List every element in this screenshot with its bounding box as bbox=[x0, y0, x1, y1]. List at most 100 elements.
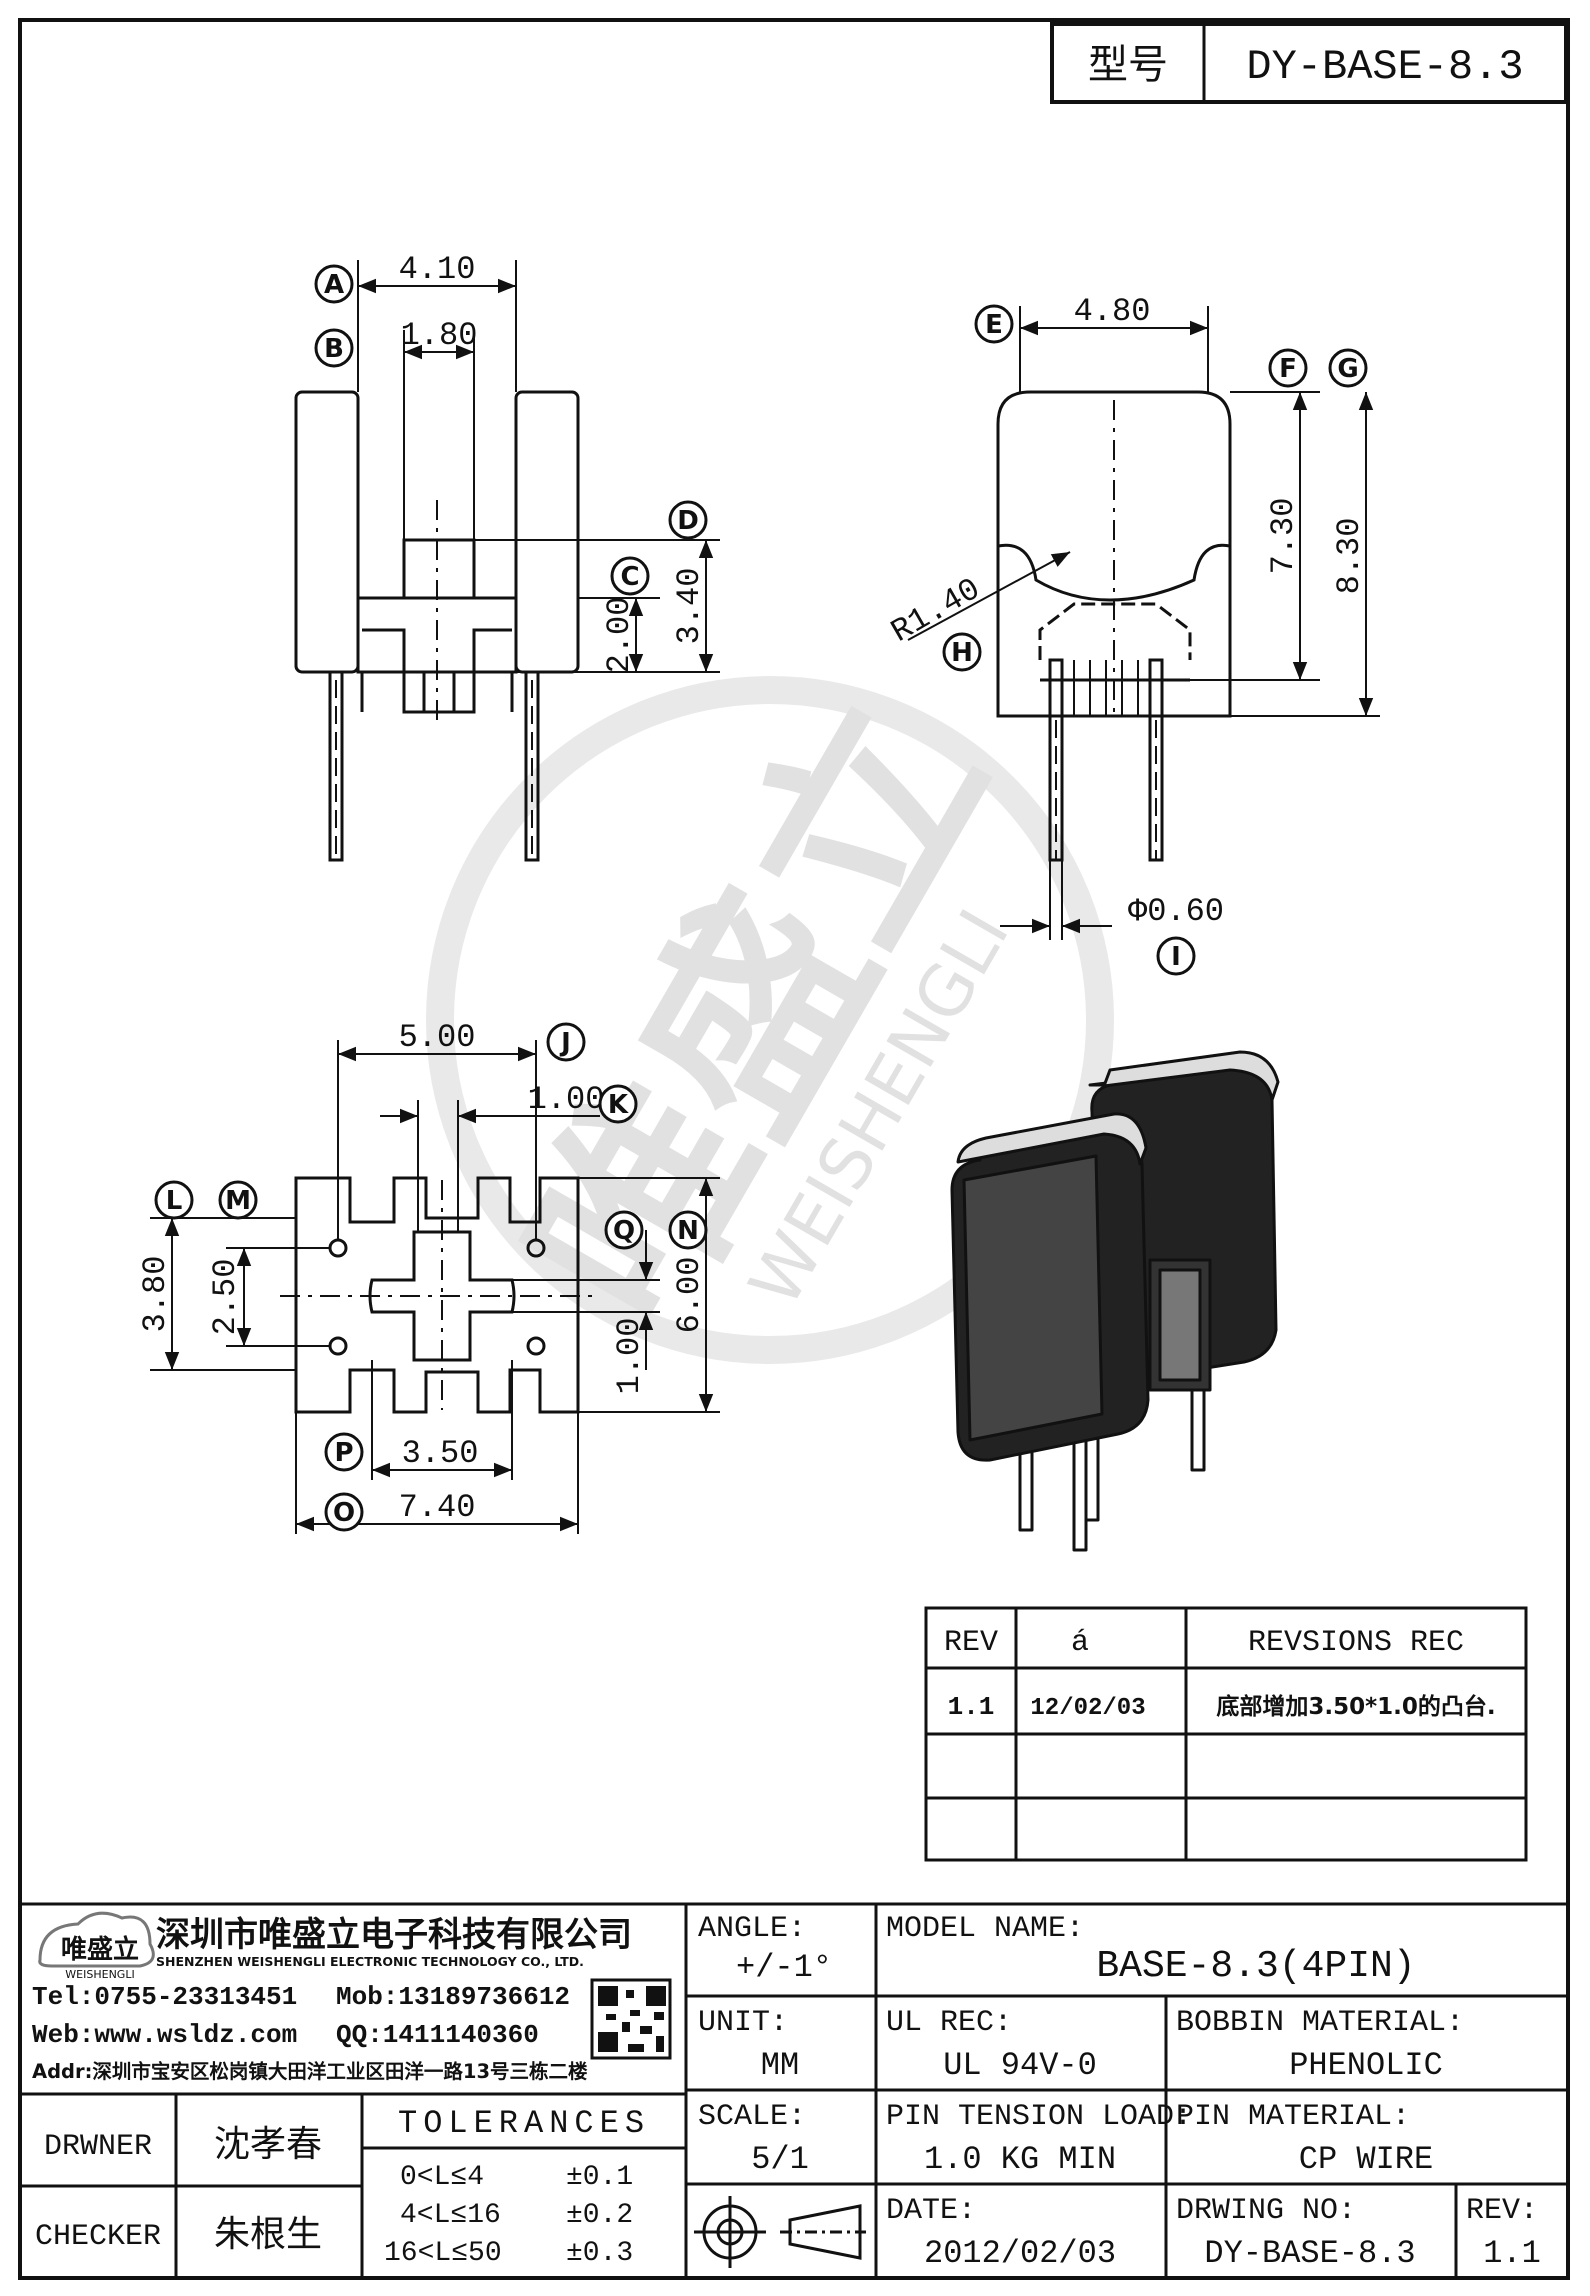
svg-text:Q: Q bbox=[613, 1216, 635, 1246]
ref-marker-k: K bbox=[598, 1084, 638, 1124]
side-dimensions bbox=[907, 306, 1380, 940]
company-addr: Addr:深圳市宝安区松岗镇大田洋工业区田洋一路13号三栋二楼 bbox=[32, 2060, 588, 2083]
company-logo: 唯盛立 WEISHENGLI bbox=[38, 1911, 155, 1981]
dim-front-d: 3.40 bbox=[671, 568, 708, 645]
checker-name: 朱根生 bbox=[214, 2214, 322, 2255]
rev-value: 1.1 bbox=[1483, 2235, 1541, 2272]
model-name-label: MODEL NAME: bbox=[886, 1912, 1084, 1946]
svg-text:N: N bbox=[677, 1216, 699, 1246]
pin-tension-label: PIN TENSION LOAD: bbox=[886, 2100, 1192, 2134]
ref-marker-l: L bbox=[154, 1180, 194, 1220]
svg-text:H: H bbox=[951, 638, 973, 668]
company-name-en: SHENZHEN WEISHENGLI ELECTRONIC TECHNOLOG… bbox=[156, 1954, 584, 1969]
company-qq: QQ:1411140360 bbox=[336, 2020, 539, 2050]
ref-marker-c: C bbox=[610, 556, 650, 596]
dim-front-b: 1.80 bbox=[401, 317, 478, 354]
ref-marker-f: F bbox=[1268, 348, 1308, 388]
company-web: Web:www.wsldz.com bbox=[32, 2020, 297, 2050]
angle-value: +/-1° bbox=[736, 1949, 832, 1986]
pin-material-label: PIN MATERIAL: bbox=[1176, 2100, 1410, 2134]
svg-text:A: A bbox=[324, 270, 344, 300]
title-block-grid bbox=[18, 1902, 1570, 2280]
ref-marker-a: A bbox=[314, 264, 354, 304]
unit-label: UNIT: bbox=[698, 2006, 788, 2040]
revision-header-rev: REV bbox=[944, 1626, 998, 1660]
ul-rec-label: UL REC: bbox=[886, 2006, 1012, 2040]
drawing-no-value: DY-BASE-8.3 bbox=[1204, 2235, 1415, 2272]
date-value: 2012/02/03 bbox=[924, 2235, 1116, 2272]
rev-label: REV: bbox=[1466, 2194, 1538, 2228]
side-view bbox=[996, 390, 1232, 862]
ref-marker-m: M bbox=[218, 1180, 258, 1220]
bobbin-material-label: BOBBIN MATERIAL: bbox=[1176, 2006, 1464, 2040]
ref-marker-i: I bbox=[1156, 936, 1196, 976]
top-title-value: DY-BASE-8.3 bbox=[1246, 43, 1523, 91]
reference-markers: A B C D E F G H I JK L M N OP Q bbox=[154, 264, 1368, 1532]
svg-text:I: I bbox=[1171, 942, 1181, 972]
logo-text: 唯盛立 bbox=[61, 1934, 139, 1965]
bobbin-material-value: PHENOLIC bbox=[1289, 2047, 1443, 2084]
dim-side-e: 4.80 bbox=[1074, 293, 1151, 330]
ref-marker-o: O bbox=[324, 1492, 364, 1532]
ref-marker-b: B bbox=[314, 328, 354, 368]
svg-text:C: C bbox=[620, 562, 639, 592]
front-dimensions bbox=[357, 260, 720, 673]
ref-marker-g: G bbox=[1328, 348, 1368, 388]
tol-range-2: 4<L≤16 bbox=[400, 2200, 501, 2231]
ul-rec-value: UL 94V-0 bbox=[943, 2047, 1097, 2084]
dim-bottom-n: 6.00 bbox=[671, 1257, 708, 1334]
company-name-cn: 深圳市唯盛立电子科技有限公司 bbox=[156, 1915, 632, 1955]
model-name-value: BASE-8.3(4PIN) bbox=[1096, 1945, 1415, 1988]
tol-range-1: 0<L≤4 bbox=[400, 2162, 484, 2193]
revision-table bbox=[924, 1606, 1528, 1862]
revision-row-date: 12/02/03 bbox=[1030, 1695, 1145, 1722]
ref-marker-q: Q bbox=[604, 1210, 644, 1250]
revision-row-rev: 1.1 bbox=[948, 1692, 995, 1722]
svg-text:E: E bbox=[985, 310, 1003, 340]
ref-marker-n: N bbox=[668, 1210, 708, 1250]
company-mob: Mob:13189736612 bbox=[336, 1982, 570, 2012]
ref-marker-j: J bbox=[546, 1022, 586, 1062]
dim-side-i: Φ0.60 bbox=[1128, 893, 1224, 930]
dim-bottom-m: 2.50 bbox=[207, 1259, 244, 1336]
svg-text:F: F bbox=[1279, 354, 1297, 384]
ref-marker-p: P bbox=[324, 1432, 364, 1472]
dim-bottom-k: 1.00 bbox=[528, 1081, 605, 1118]
company-tel: Tel:0755-23313451 bbox=[32, 1982, 297, 2012]
drawer-label: DRWNER bbox=[44, 2130, 152, 2164]
bottom-dimensions bbox=[150, 1040, 720, 1534]
projection-symbol-icon bbox=[694, 2196, 866, 2268]
logo-sub: WEISHENGLI bbox=[65, 1968, 134, 1981]
svg-text:D: D bbox=[677, 506, 699, 536]
revision-header-date: á bbox=[1071, 1626, 1089, 1660]
top-title-box: 型号 DY-BASE-8.3 bbox=[1050, 22, 1568, 104]
tol-value-2: ±0.2 bbox=[566, 2200, 633, 2231]
dim-bottom-o: 7.40 bbox=[399, 1489, 476, 1526]
dim-bottom-q: 1.00 bbox=[611, 1318, 648, 1395]
svg-text:L: L bbox=[166, 1186, 183, 1216]
isometric-view bbox=[950, 1050, 1280, 1552]
drawing-no-label: DRWING NO: bbox=[1176, 2194, 1356, 2228]
qr-code bbox=[590, 1978, 672, 2060]
checker-label: CHECKER bbox=[35, 2220, 161, 2254]
dim-front-c: 2.00 bbox=[601, 597, 638, 674]
svg-text:G: G bbox=[1337, 354, 1358, 384]
dim-front-a: 4.10 bbox=[399, 251, 476, 288]
tol-value-3: ±0.3 bbox=[566, 2238, 633, 2269]
tol-value-1: ±0.1 bbox=[566, 2162, 633, 2193]
top-title-label: 型号 bbox=[1088, 42, 1168, 88]
drawer-name: 沈孝春 bbox=[214, 2124, 322, 2165]
revision-header-rec: REVSIONS REC bbox=[1248, 1626, 1464, 1660]
svg-text:O: O bbox=[333, 1498, 355, 1528]
dim-bottom-l: 3.80 bbox=[137, 1256, 174, 1333]
unit-value: MM bbox=[761, 2047, 799, 2084]
ref-marker-e: E bbox=[974, 304, 1014, 344]
tolerances-title: TOLERANCES bbox=[398, 2105, 650, 2142]
ref-marker-d: D bbox=[668, 500, 708, 540]
svg-text:K: K bbox=[608, 1090, 629, 1120]
svg-text:B: B bbox=[324, 334, 344, 364]
dim-bottom-p: 3.50 bbox=[402, 1435, 479, 1472]
dim-side-g: 8.30 bbox=[1331, 518, 1368, 595]
scale-label: SCALE: bbox=[698, 2100, 806, 2134]
